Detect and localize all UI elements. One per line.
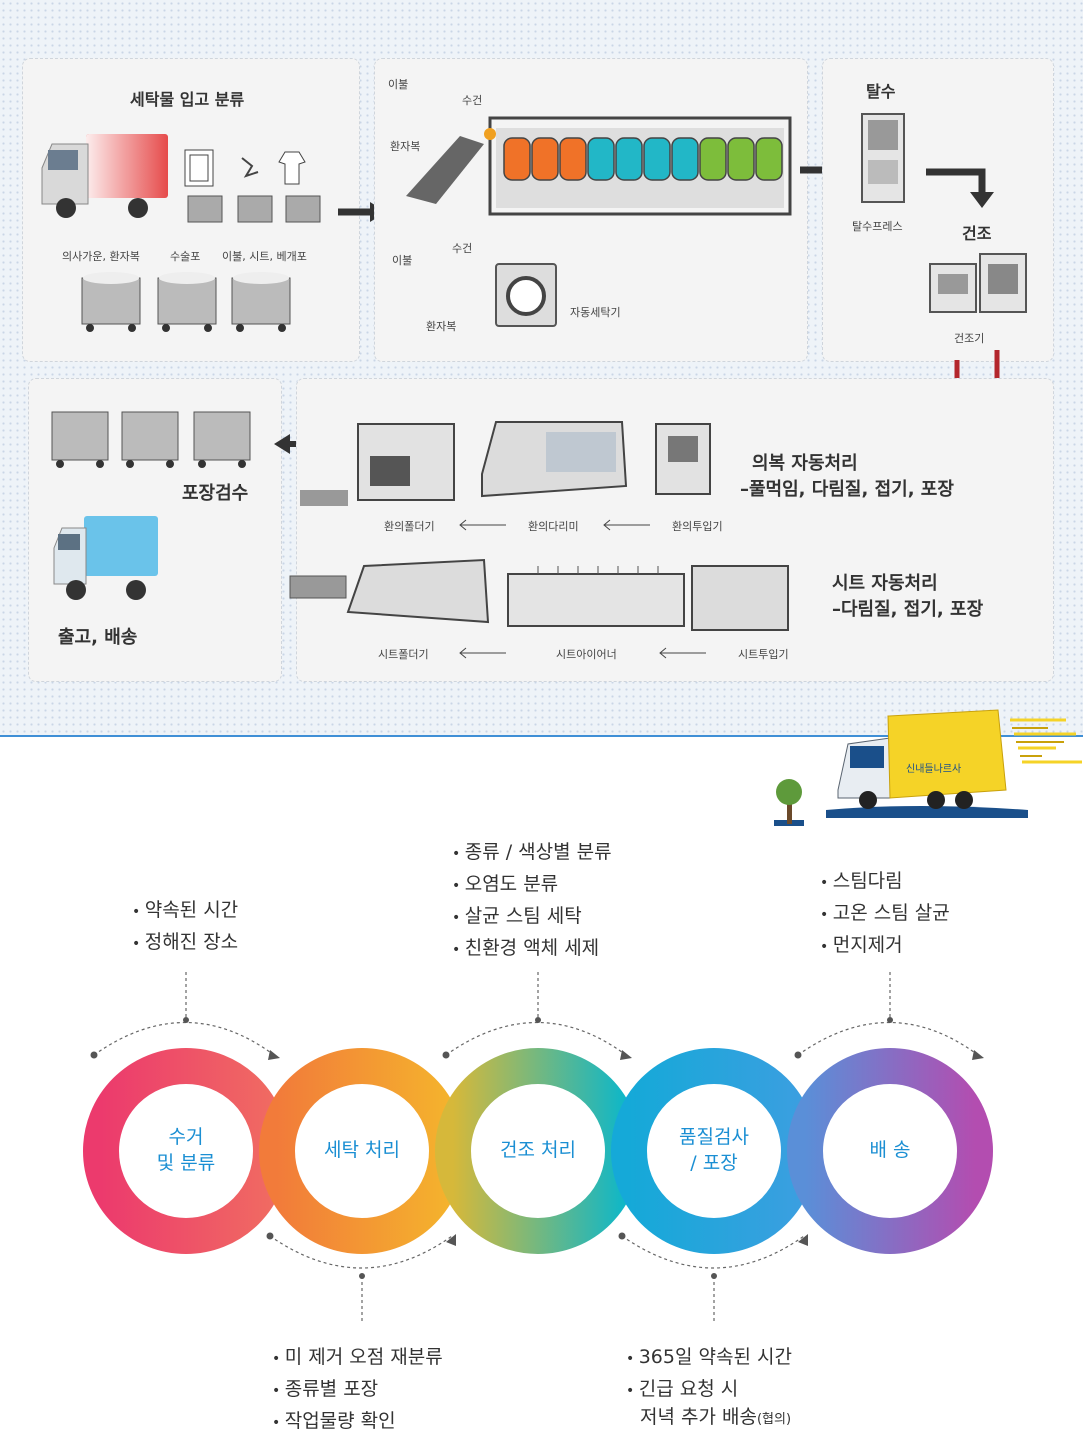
garment-machines-icon (300, 421, 711, 506)
notes-deliver: 스팀다림 고온 스팀 살균 먼지제거 (820, 866, 950, 962)
tunnel-washer-icon (406, 116, 792, 216)
note-item: 365일 약속된 시간 (626, 1342, 792, 1374)
dryer-icon (929, 253, 1027, 313)
notes-dry: 종류 / 색상별 분류 오염도 분류 살균 스팀 세탁 친환경 액체 세제 (452, 837, 612, 965)
stage-inspect: 품질검사 / 포장 (634, 1124, 794, 1176)
truck-brand-text: 신내들나르사 (906, 763, 961, 775)
note-item: 스팀다림 (820, 866, 950, 898)
sheet-machines-icon (289, 558, 789, 631)
wash-label-patient-wear-2: 환자복 (426, 320, 457, 333)
stage-wash-line1: 세탁 처리 (324, 1139, 400, 1161)
dehydration-title: 탈수 (866, 82, 896, 101)
note-item: 고온 스팀 살균 (820, 898, 950, 930)
auto-washer-label: 자동세탁기 (570, 306, 621, 319)
auto-washer-icon (495, 263, 557, 327)
laundry-items-icon (184, 149, 321, 223)
wash-label-towel-2: 수건 (452, 242, 473, 255)
dehydration-press-icon (861, 113, 905, 203)
stage-collect: 수거 및 분류 (106, 1124, 266, 1176)
delivery-truck-red-icon (41, 134, 168, 218)
bin-label-surgical: 수술포 (170, 250, 201, 263)
sheet-title: 시트 자동처리 (832, 573, 938, 594)
delivery-truck-blue-icon (53, 516, 158, 600)
note-item: 종류 / 색상별 분류 (452, 837, 612, 869)
note-item: 작업물량 확인 (272, 1406, 443, 1438)
bent-arrow-icon (926, 168, 994, 208)
note-item: 긴급 요청 시 (626, 1374, 792, 1406)
garment-machine-feeder: 환의투입기 (672, 520, 723, 533)
garment-title: 의복 자동처리 (752, 453, 858, 474)
wash-label-towel: 수건 (462, 94, 483, 107)
garment-machine-folder: 환의폴더기 (384, 520, 435, 533)
note-item: 미 제거 오점 재분류 (272, 1342, 443, 1374)
drying-title: 건조 (962, 224, 992, 243)
process-diagram: 세탁물 입고 분류 의사가운, 환자복 수술포 이불, 시트, 베개포 이불 수… (0, 0, 1083, 737)
stage-deliver: 배 송 (810, 1137, 970, 1163)
sheet-machine-ironer: 시트아이어너 (556, 648, 617, 661)
stage-dry-line1: 건조 처리 (500, 1139, 576, 1161)
note-item: 오염도 분류 (452, 869, 612, 901)
notes-collect: 약속된 시간 정해진 장소 (132, 895, 238, 959)
wash-label-patient-wear: 환자복 (390, 140, 421, 153)
garment-machine-ironer: 환의다리미 (528, 520, 579, 533)
packing-carts-icon (51, 411, 251, 468)
packing-title: 포장검수 (182, 483, 249, 504)
small-left-arrows-sheet (459, 647, 706, 659)
small-left-arrows (459, 519, 650, 531)
shipping-title: 출고, 배송 (58, 627, 138, 648)
stage-dry: 건조 처리 (458, 1137, 618, 1163)
stage-inspect-line1: 품질검사 (679, 1126, 749, 1148)
note-inspect-last-text: 저녁 추가 배송 (640, 1406, 757, 1428)
note-inspect-last-small: (협의) (756, 1412, 792, 1427)
bin-label-gowns: 의사가운, 환자복 (62, 250, 140, 263)
notes-wash: 미 제거 오점 재분류 종류별 포장 작업물량 확인 (272, 1342, 443, 1438)
bin-label-bedding: 이불, 시트, 베개포 (222, 250, 307, 263)
sorting-title: 세탁물 입고 분류 (130, 90, 245, 109)
note-item: 정해진 장소 (132, 927, 238, 959)
note-item: 친환경 액체 세제 (452, 933, 612, 965)
note-item: 종류별 포장 (272, 1374, 443, 1406)
dryer-label: 건조기 (954, 332, 985, 345)
note-inspect-last: 저녁 추가 배송(협의) (640, 1402, 791, 1435)
stage-wash: 세탁 처리 (282, 1137, 442, 1163)
sheet-machine-folder: 시트폴더기 (378, 648, 429, 661)
laundry-carts-icon (81, 272, 291, 332)
note-item: 먼지제거 (820, 930, 950, 962)
dehydration-press-label: 탈수프레스 (852, 220, 903, 233)
notes-inspect: 365일 약속된 시간 긴급 요청 시 (626, 1342, 792, 1406)
wash-label-blanket-2: 이불 (392, 254, 413, 267)
garment-sub: –풀먹임, 다림질, 접기, 포장 (740, 479, 954, 500)
stage-deliver-line1: 배 송 (869, 1139, 911, 1161)
sheet-sub: –다림질, 접기, 포장 (832, 599, 984, 620)
note-item: 살균 스팀 세탁 (452, 901, 612, 933)
delivery-truck-yellow-icon: 신내들나르사 (774, 709, 1082, 826)
washing-panel (374, 58, 808, 362)
stage-collect-line2: 및 분류 (156, 1152, 216, 1174)
note-item: 약속된 시간 (132, 895, 238, 927)
stage-collect-line1: 수거 (168, 1126, 204, 1148)
sheet-machine-feeder: 시트투입기 (738, 648, 789, 661)
wash-label-blanket: 이불 (388, 78, 409, 91)
stage-inspect-line2: / 포장 (690, 1152, 738, 1174)
